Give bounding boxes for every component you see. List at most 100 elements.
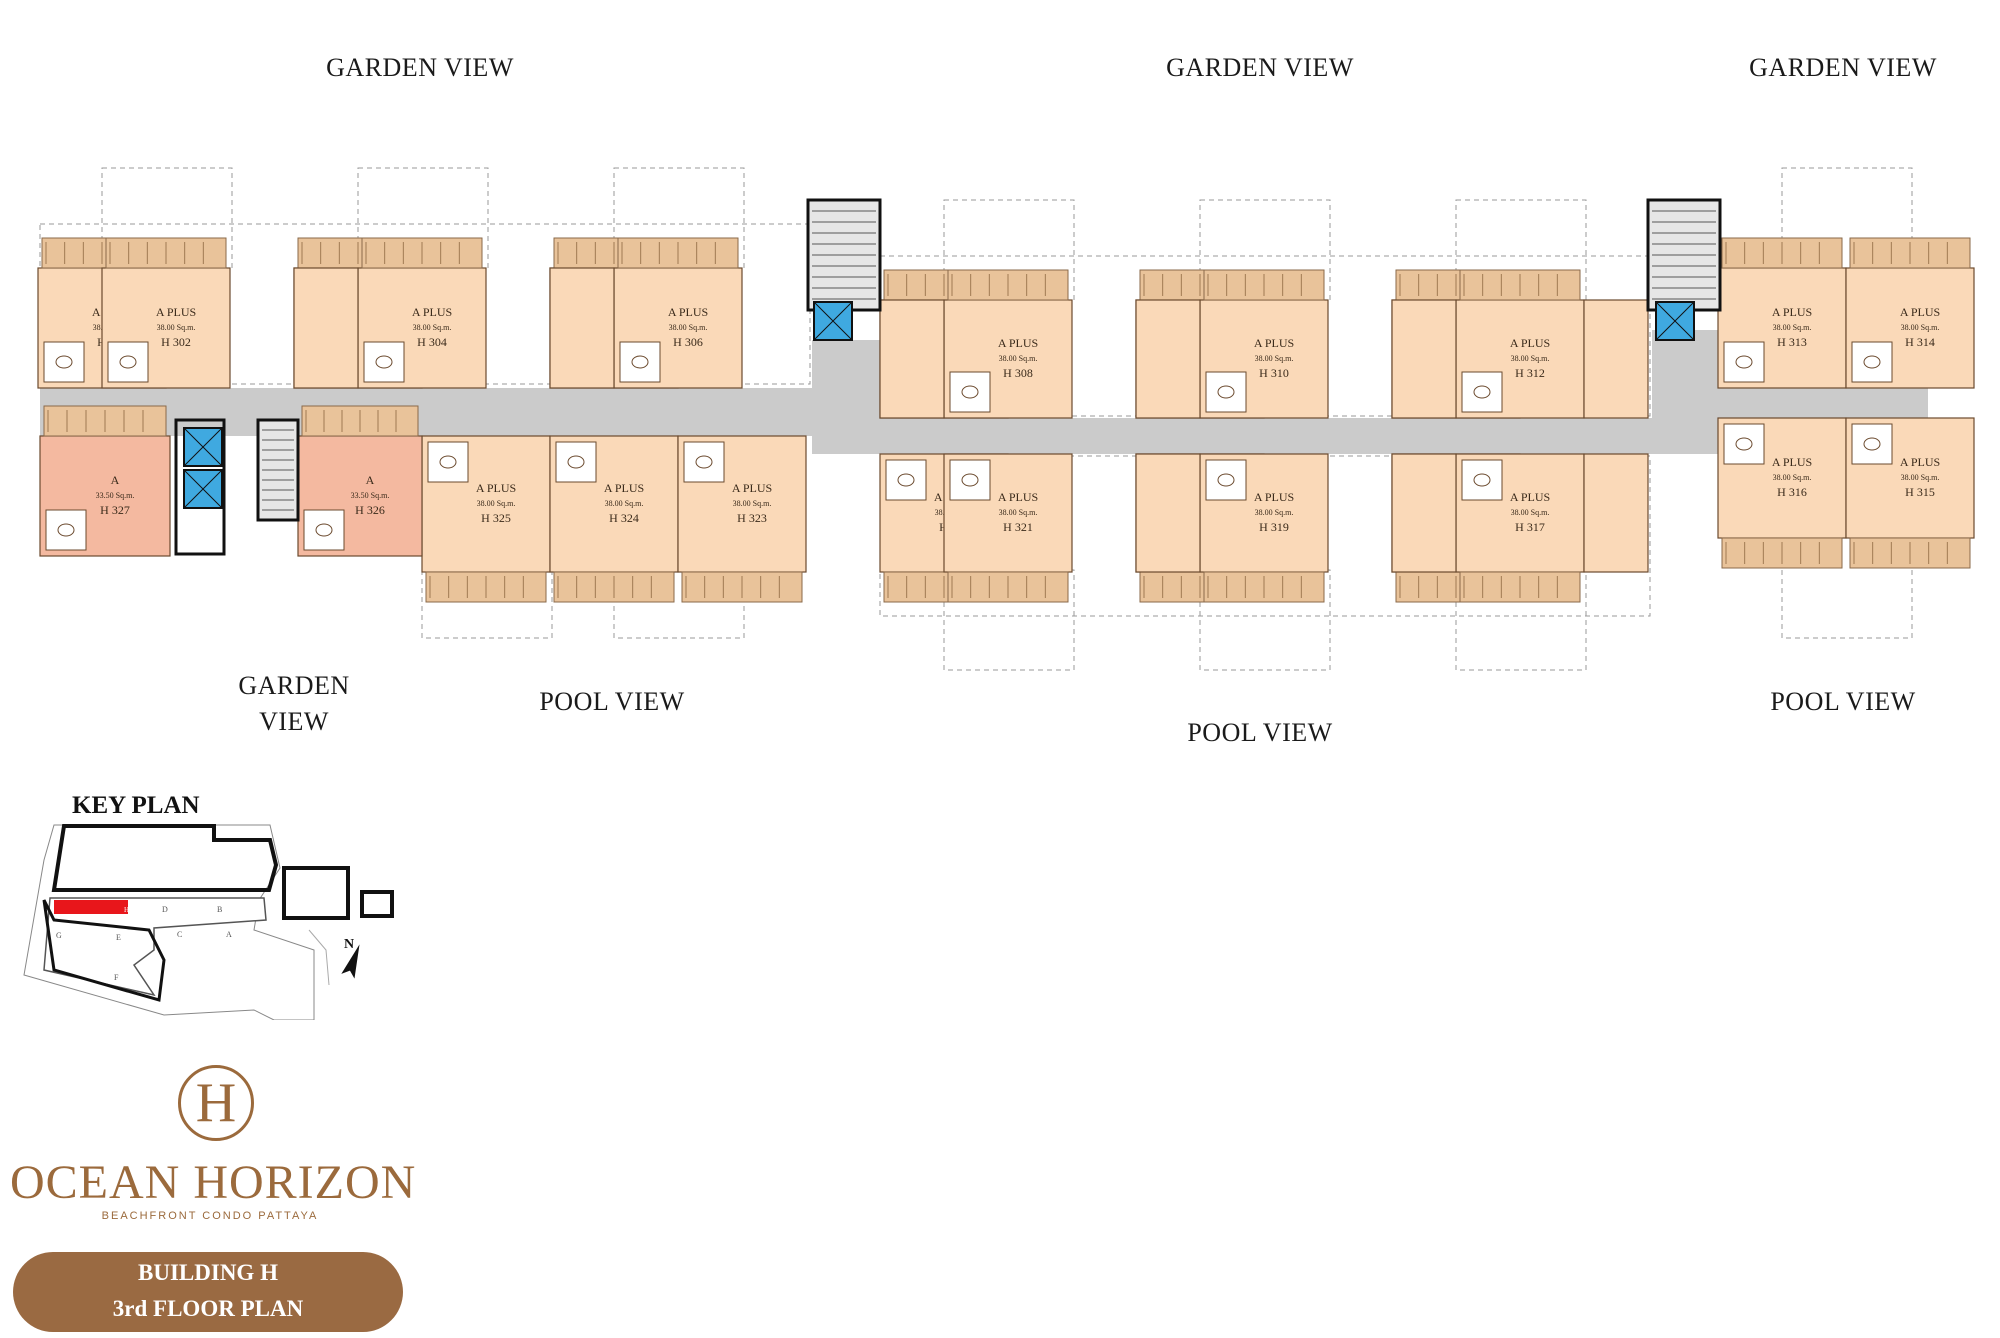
unit-type-label: A PLUS <box>732 481 772 495</box>
unit-side-block-w-1 <box>549 267 615 389</box>
key-plan-letter-g: G <box>56 931 62 940</box>
unit-area-label: 38.00 Sq.m. <box>413 323 452 332</box>
unit-area-label: 33.50 Sq.m. <box>351 491 390 500</box>
unit-type-label: A PLUS <box>1510 336 1550 350</box>
unit-h317: A PLUS 38.00 Sq.m. H 317 <box>1455 453 1585 603</box>
unit-number-label: H 314 <box>1905 335 1935 349</box>
site-boundary <box>23 824 315 1020</box>
unit-area-label: 33.50 Sq.m. <box>96 491 135 500</box>
unit-area-label: 38.00 Sq.m. <box>1511 508 1550 517</box>
unit-number-label: H 321 <box>1003 520 1033 534</box>
unit-h304: A PLUS 38.00 Sq.m. H 304 <box>357 237 487 389</box>
unit-type-label: A PLUS <box>1510 490 1550 504</box>
unit-number-label: H 316 <box>1777 485 1807 499</box>
unit-area-label: 38.00 Sq.m. <box>999 508 1038 517</box>
unit-side-block-et-2 <box>1391 299 1457 419</box>
view-label-bottom-left-pool: POOL VIEW <box>539 687 685 716</box>
unit-number-label: H 326 <box>355 503 385 517</box>
unit-number-label: H 317 <box>1515 520 1545 534</box>
stair-elevator-cores <box>174 198 1722 556</box>
view-label-bottom-right-pool: POOL VIEW <box>1770 687 1916 716</box>
unit-h327: A33.50 Sq.m.H 327 <box>39 405 171 557</box>
balcony-outline-top-w-1 <box>357 167 489 269</box>
unit-type-label: A PLUS <box>1772 305 1812 319</box>
unit-number-label: H 302 <box>161 335 191 349</box>
balcony-outline-top-w-2 <box>613 167 745 269</box>
main-building-outline <box>51 824 279 892</box>
key-plan-letter-d: D <box>162 905 168 914</box>
unit-side-block-w-0 <box>293 267 359 389</box>
unit-type-label: A PLUS <box>1254 490 1294 504</box>
unit-area-label: 38.00 Sq.m. <box>157 323 196 332</box>
unit-h326: A33.50 Sq.m.H 326 <box>297 405 423 557</box>
logo-mark-letter: H <box>195 1072 237 1134</box>
balcony-outline-top-e-2 <box>1455 199 1587 301</box>
unit-side-block-eb-2 <box>1583 453 1649 573</box>
unit-area-label: 38.00 Sq.m. <box>1511 354 1550 363</box>
envelope-outline-east-bot <box>879 455 1651 617</box>
brand-name: OCEAN HORIZON <box>10 1156 417 1209</box>
key-plan-title: KEY PLAN <box>72 792 200 819</box>
unit-area-label: 38.00 Sq.m. <box>1773 323 1812 332</box>
north-arrow-icon <box>341 944 360 979</box>
unit-number-label: H 308 <box>1003 366 1033 380</box>
unit-type-label: A PLUS <box>1900 305 1940 319</box>
unit-side-block-et-1 <box>1135 299 1201 419</box>
unit-area-label: 38.00 Sq.m. <box>477 499 516 508</box>
unit-side-block-eb-1 <box>1391 453 1457 573</box>
badge-floor: 3rd FLOOR PLAN <box>112 1296 304 1321</box>
unit-area-label: 38.00 Sq.m. <box>669 323 708 332</box>
unit-number-label: H 325 <box>481 511 511 525</box>
corridor-far-east <box>1724 388 1928 418</box>
unit-number-label: H 324 <box>609 511 639 525</box>
balcony-outline-top-e-1 <box>1199 199 1331 301</box>
unit-type-label: A PLUS <box>604 481 644 495</box>
north-label: N <box>344 937 354 952</box>
unit-number-label: H 327 <box>100 503 130 517</box>
building-perimeter <box>42 899 166 1002</box>
view-label-top-left: GARDEN VIEW <box>326 53 514 82</box>
corridor-link <box>812 340 884 454</box>
unit-area-label: 38.00 Sq.m. <box>1901 323 1940 332</box>
unit-type-label: A PLUS <box>412 305 452 319</box>
badge-building: BUILDING H <box>138 1260 278 1285</box>
unit-area-label: 38.00 Sq.m. <box>999 354 1038 363</box>
unit-number-label: H 319 <box>1259 520 1289 534</box>
corridor-link-east <box>1652 330 1724 454</box>
view-label-bottom-garden: GARDEN VIEW <box>238 671 350 736</box>
key-plan-letter-f: F <box>114 973 119 982</box>
unit-type-label: A PLUS <box>156 305 196 319</box>
unit-number-label: H 304 <box>417 335 447 349</box>
building-floor-badge: BUILDING H 3rd FLOOR PLAN <box>13 1252 403 1332</box>
balcony-outline-top-e-0 <box>943 199 1075 301</box>
unit-side-block-et-3 <box>1583 299 1649 419</box>
view-label-top-center: GARDEN VIEW <box>1166 53 1354 82</box>
brand-logo: H OCEAN HORIZON BEACHFRONT CONDO PATTAYA <box>10 1055 417 1245</box>
view-label-bottom-center-pool: POOL VIEW <box>1187 718 1333 747</box>
balcony-outline-top-w-0 <box>101 167 233 269</box>
key-plan: H D B E C A G F N <box>23 824 394 1020</box>
unit-number-label: H 310 <box>1259 366 1289 380</box>
unit-number-label: H 315 <box>1905 485 1935 499</box>
unit-area-label: 38.00 Sq.m. <box>1255 354 1294 363</box>
unit-area-label: 38.00 Sq.m. <box>733 499 772 508</box>
unit-h314: A PLUS 38.00 Sq.m. H 314 <box>1845 237 1975 389</box>
logo-mark-icon: H <box>178 1065 254 1141</box>
building-h-highlight <box>54 900 128 914</box>
unit-type-label: A PLUS <box>668 305 708 319</box>
unit-side-block-eb-0 <box>1135 453 1201 573</box>
unit-type-label: A PLUS <box>1900 455 1940 469</box>
